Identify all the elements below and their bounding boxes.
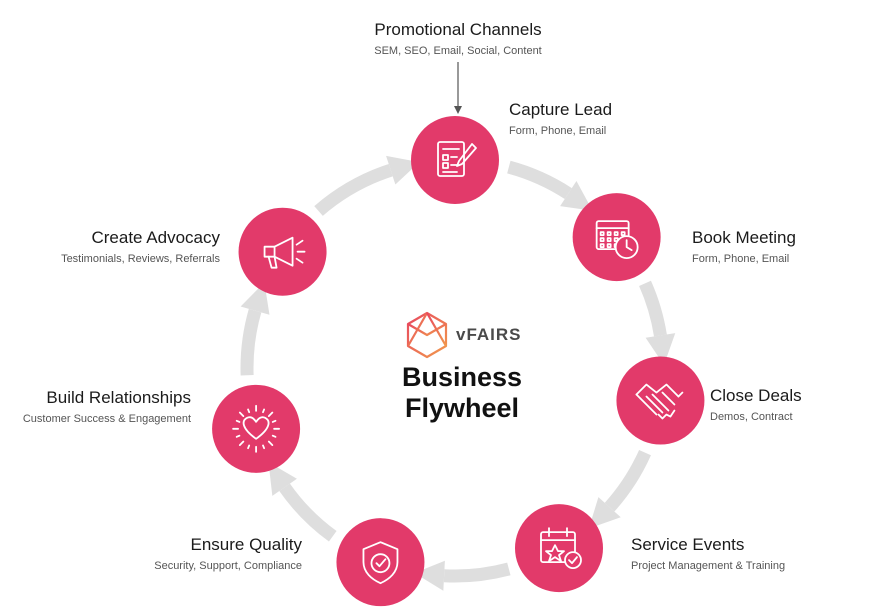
stage-label-book-meeting: Book Meeting Form, Phone, Email — [692, 228, 796, 267]
form-edit-icon — [437, 141, 477, 177]
flow-arrow-shaft — [279, 483, 337, 542]
diagram-title: Business Flywheel — [372, 362, 552, 424]
flow-arrow-shaft — [314, 163, 393, 216]
stage-node-circle — [336, 518, 425, 607]
megaphone-icon — [263, 236, 306, 269]
calendar-clock-icon — [595, 220, 639, 260]
title-line-1: Business — [401, 362, 523, 392]
heart-icon — [232, 404, 280, 453]
stage-label-service-events: Service Events Project Management & Trai… — [631, 535, 785, 574]
stage-node-build-relationships — [212, 384, 301, 473]
source-arrow-head — [454, 106, 462, 114]
title-line-2: Flywheel — [404, 393, 520, 423]
stage-subtitle: Project Management & Training — [631, 560, 786, 572]
flow-arrow-head — [386, 155, 420, 185]
flow-arrow-shaft — [639, 280, 667, 337]
stage-subtitle: Customer Success & Engagement — [22, 413, 191, 425]
flow-arrow-shaft — [443, 562, 511, 583]
handshake-icon — [635, 383, 684, 420]
flow-arrow-head — [268, 462, 297, 496]
stage-node-ensure-quality — [336, 518, 425, 607]
vfairs-logo-icon — [406, 311, 448, 359]
flow-arrow-shaft — [240, 308, 262, 376]
flow-arrow-head — [414, 560, 445, 591]
stage-node-circle — [515, 504, 603, 593]
stage-label-ensure-quality: Ensure Quality Security, Support, Compli… — [154, 535, 302, 574]
flow-arrows — [240, 155, 676, 591]
stage-label-close-deals: Close Deals Demos, Contract — [710, 386, 802, 425]
flow-arrow-head — [588, 497, 621, 529]
flow-arrow-shaft — [507, 160, 572, 200]
stage-node-close-deals — [616, 356, 705, 445]
source-label: Promotional Channels SEM, SEO, Email, So… — [340, 20, 576, 59]
stage-node-circle — [411, 116, 499, 204]
stage-subtitle: Security, Support, Compliance — [154, 560, 302, 572]
stage-title: Book Meeting — [692, 228, 796, 247]
stage-subtitle: Demos, Contract — [710, 411, 793, 423]
shield-check-icon — [362, 541, 399, 585]
stage-title: Close Deals — [710, 386, 802, 405]
flow-arrow-head — [645, 333, 676, 366]
stage-label-build-relationships: Build Relationships Customer Success & E… — [23, 388, 191, 427]
stage-node-circle — [616, 356, 705, 445]
stage-title: Build Relationships — [46, 388, 191, 407]
stage-title: Ensure Quality — [190, 535, 303, 554]
calendar-star-icon — [540, 527, 582, 570]
stage-node-service-events — [515, 504, 603, 593]
stage-title: Create Advocacy — [91, 228, 220, 247]
stage-label-create-advocacy: Create Advocacy Testimonials, Reviews, R… — [61, 228, 220, 267]
stage-subtitle: Form, Phone, Email — [692, 253, 790, 265]
stage-label-capture-lead: Capture Lead Form, Phone, Email — [509, 100, 612, 139]
stage-node-create-advocacy — [238, 207, 327, 296]
source-subtitle: SEM, SEO, Email, Social, Content — [374, 45, 542, 57]
flow-arrow-head — [560, 180, 593, 211]
stage-node-circle — [212, 384, 301, 473]
stage-title: Service Events — [631, 535, 745, 554]
stage-node-book-meeting — [572, 193, 661, 282]
stage-title: Capture Lead — [509, 100, 613, 119]
stage-node-circle — [572, 193, 661, 282]
brand-name: vFAIRS — [456, 325, 522, 344]
stage-subtitle: Form, Phone, Email — [509, 125, 607, 137]
source-title: Promotional Channels — [374, 20, 542, 39]
flow-arrow-shaft — [604, 449, 651, 512]
stage-node-circle — [238, 207, 327, 296]
stage-node-capture-lead — [411, 116, 499, 204]
stage-subtitle: Testimonials, Reviews, Referrals — [61, 253, 220, 265]
